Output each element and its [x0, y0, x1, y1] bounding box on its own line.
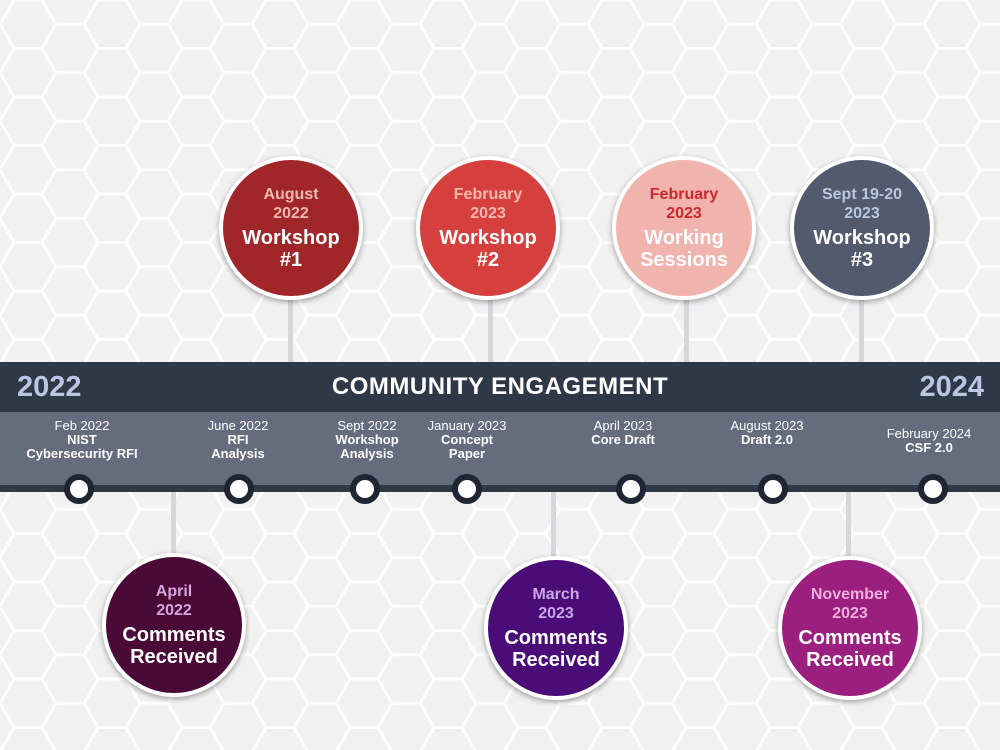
- event-date: March 2023: [532, 586, 580, 622]
- timeline-dot-2: [224, 474, 254, 504]
- timeline-dot-6: [758, 474, 788, 504]
- event-date: August 2022: [263, 186, 319, 222]
- timeline-dot-3: [350, 474, 380, 504]
- milestone-1: Feb 2022 NIST Cybersecurity RFI: [26, 419, 137, 461]
- event-title: Workshop #1: [242, 227, 340, 271]
- event-title: Workshop #3: [813, 227, 911, 271]
- bottom-connector-3: [846, 492, 851, 558]
- year-start: 2022: [17, 371, 82, 403]
- event-date: February 2023: [649, 186, 719, 222]
- milestone-date: February 2024: [886, 426, 972, 441]
- event-comments-received-november-2023: November 2023 Comments Received: [778, 556, 922, 700]
- event-workshop-3: Sept 19-20 2023 Workshop #3: [790, 156, 934, 300]
- milestone-date: June 2022: [207, 418, 269, 433]
- event-comments-received-april-2022: April 2022 Comments Received: [102, 553, 246, 697]
- milestone-6: August 2023 Draft 2.0: [730, 419, 803, 447]
- top-connector-1: [288, 296, 293, 362]
- timeline-dot-1: [64, 474, 94, 504]
- top-connector-4: [859, 296, 864, 362]
- milestone-title: Core Draft: [591, 432, 655, 447]
- community-engagement-band: 2022 COMMUNITY ENGAGEMENT 2024: [0, 362, 1000, 412]
- band-title: COMMUNITY ENGAGEMENT: [331, 373, 669, 400]
- event-workshop-2: February 2023 Workshop #2: [416, 156, 560, 300]
- year-end: 2024: [919, 371, 984, 403]
- milestone-date: Feb 2022: [54, 418, 110, 433]
- milestone-3: Sept 2022 Workshop Analysis: [335, 419, 398, 461]
- milestone-title: NIST Cybersecurity RFI: [26, 432, 138, 461]
- timeline-dot-5: [616, 474, 646, 504]
- event-title: Comments Received: [798, 627, 902, 671]
- event-title: Workshop #2: [439, 227, 537, 271]
- bottom-connector-1: [171, 492, 176, 556]
- event-title: Working Sessions: [640, 227, 728, 271]
- milestone-title: Concept Paper: [441, 432, 493, 461]
- event-date: April 2022: [155, 583, 193, 619]
- event-working-sessions: February 2023 Working Sessions: [612, 156, 756, 300]
- timeline-dot-4: [452, 474, 482, 504]
- milestone-title: Draft 2.0: [740, 432, 794, 447]
- timeline-dot-7: [918, 474, 948, 504]
- milestone-date: August 2023: [730, 418, 804, 433]
- milestone-strip: [0, 412, 1000, 487]
- milestone-title: CSF 2.0: [905, 440, 953, 455]
- milestone-date: Sept 2022: [337, 418, 397, 433]
- event-comments-received-march-2023: March 2023 Comments Received: [484, 556, 628, 700]
- milestone-title: RFI Analysis: [211, 432, 265, 461]
- milestone-7: February 2024 CSF 2.0: [887, 427, 972, 455]
- timeline-track: [0, 485, 1000, 492]
- event-title: Comments Received: [504, 627, 608, 671]
- milestone-2: June 2022 RFI Analysis: [208, 419, 269, 461]
- milestone-5: April 2023 Core Draft: [591, 419, 655, 447]
- event-workshop-1: August 2022 Workshop #1: [219, 156, 363, 300]
- event-date: February 2023: [453, 186, 523, 222]
- bottom-connector-2: [551, 492, 556, 558]
- top-connector-3: [684, 296, 689, 362]
- event-date: November 2023: [810, 586, 890, 622]
- milestone-4: January 2023 Concept Paper: [428, 419, 507, 461]
- event-title: Comments Received: [122, 624, 226, 668]
- top-connector-2: [488, 296, 493, 362]
- milestone-title: Workshop Analysis: [335, 432, 399, 461]
- milestone-date: January 2023: [427, 418, 507, 433]
- milestone-date: April 2023: [593, 418, 653, 433]
- event-date: Sept 19-20 2023: [821, 186, 903, 222]
